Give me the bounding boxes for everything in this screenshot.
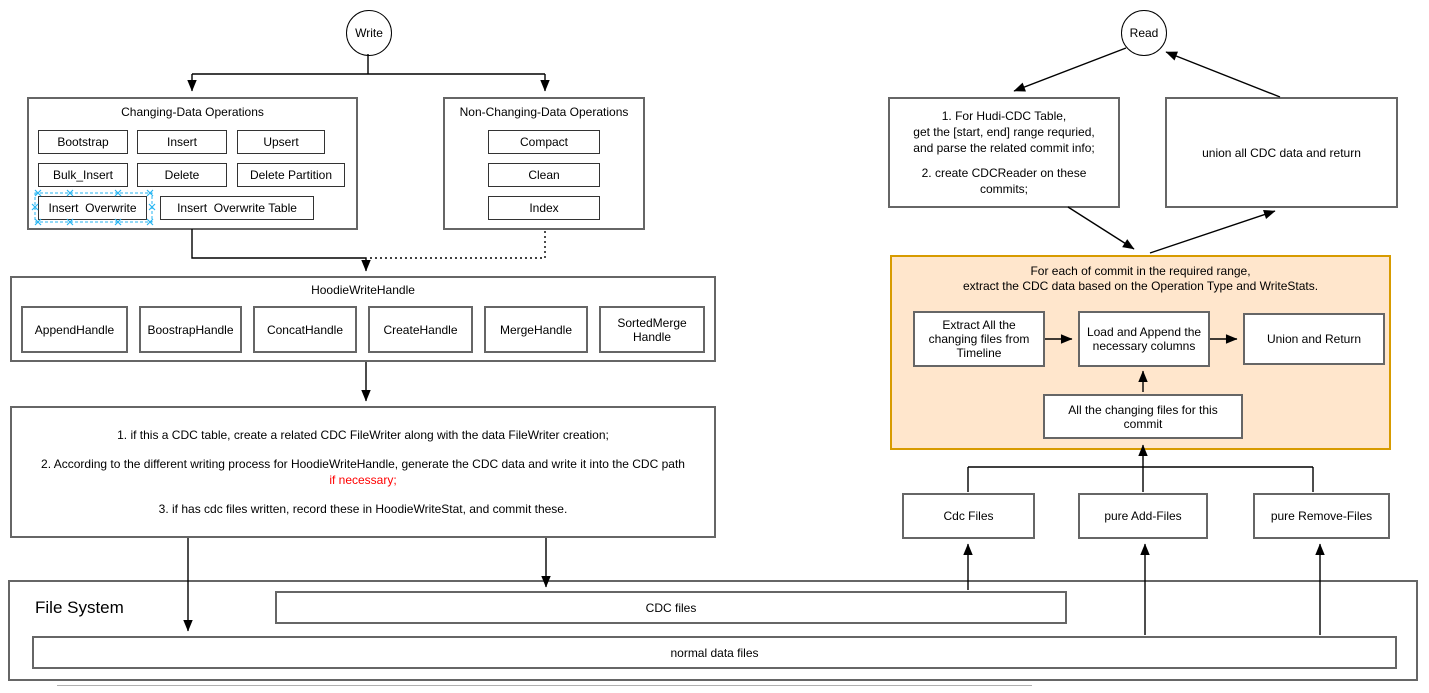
cdc-files-bar[interactable]: CDC files — [275, 591, 1067, 624]
handle-label: MergeHandle — [499, 322, 573, 337]
all-changing-files-node[interactable]: All the changing files for this commit — [1043, 394, 1243, 439]
handle-label: BoostrapHandle — [147, 322, 234, 337]
write-node[interactable]: Write — [346, 10, 392, 56]
handle-concat[interactable]: ConcatHandle — [253, 306, 357, 353]
arrow-step1-to-per-commit — [1067, 206, 1135, 250]
changing-ops-title: Changing-Data Operations — [121, 105, 264, 119]
pure-remove-files-node[interactable]: pure Remove-Files — [1253, 493, 1390, 539]
handle-label: CreateHandle — [383, 322, 458, 337]
handle-merge[interactable]: MergeHandle — [484, 306, 588, 353]
op-delete[interactable]: Delete — [137, 163, 227, 187]
read-node[interactable]: Read — [1121, 10, 1167, 56]
arrow-read-to-step1 — [1013, 47, 1127, 92]
non-changing-ops-title: Non-Changing-Data Operations — [459, 105, 629, 119]
op-label: Clean — [528, 168, 560, 182]
read-node-label: Read — [1129, 26, 1159, 40]
handle-label: AppendHandle — [34, 322, 115, 337]
hoodie-write-handle-title: HoodieWriteHandle — [311, 283, 415, 297]
handle-label: ConcatHandle — [266, 322, 344, 337]
normal-data-files-bar-label: normal data files — [670, 645, 759, 660]
write-steps-note[interactable]: 1. if this a CDC table, create a related… — [10, 406, 716, 538]
dashed-non-changing-to-handle — [370, 231, 546, 259]
handle-boostrap[interactable]: BoostrapHandle — [139, 306, 242, 353]
extract-changing-files-node[interactable]: Extract All the changing files from Time… — [913, 311, 1045, 367]
pure-add-files-label: pure Add-Files — [1104, 509, 1182, 523]
write-step-2: 2. According to the different writing pr… — [38, 456, 688, 488]
read-step1-line: commits; — [980, 182, 1028, 196]
arrow-changing-to-handle — [191, 229, 371, 272]
arrow-union-to-read — [1165, 51, 1281, 98]
load-append-columns-node[interactable]: Load and Append the necessary columns — [1078, 311, 1210, 367]
blank-line — [890, 156, 1118, 165]
op-label: Bulk_Insert — [52, 168, 114, 182]
per-commit-title-line2: extract the CDC data based on the Operat… — [962, 279, 1319, 293]
handle-append[interactable]: AppendHandle — [21, 306, 128, 353]
write-step-3: 3. if has cdc files written, record thes… — [158, 502, 568, 517]
read-step1-line: and parse the related commit info; — [913, 141, 1095, 155]
file-system-title: File System — [35, 598, 124, 617]
op-index[interactable]: Index — [488, 196, 600, 220]
arrow-per-commit-to-union — [1149, 210, 1276, 254]
cdc-files-node[interactable]: Cdc Files — [902, 493, 1035, 539]
write-step-1: 1. if this a CDC table, create a related… — [117, 427, 609, 442]
op-upsert[interactable]: Upsert — [237, 130, 325, 154]
union-all-node[interactable]: union all CDC data and return — [1165, 97, 1398, 208]
pure-remove-files-label: pure Remove-Files — [1270, 509, 1373, 523]
cdc-files-bar-label: CDC files — [645, 600, 697, 615]
op-label: Delete — [164, 168, 200, 182]
read-step1-line: 2. create CDCReader on these — [921, 166, 1087, 180]
op-label: Insert Overwrite Table — [177, 201, 297, 215]
write-step-2-red-text: if necessary; — [329, 473, 397, 487]
read-step1-note[interactable]: 1. For Hudi-CDC Table, get the [start, e… — [888, 97, 1120, 208]
op-insert-overwrite-table[interactable]: Insert Overwrite Table — [160, 196, 314, 220]
pure-add-files-node[interactable]: pure Add-Files — [1078, 493, 1208, 539]
op-label: Insert Overwrite — [48, 201, 137, 215]
handle-label: SortedMerge Handle — [617, 315, 687, 344]
op-compact[interactable]: Compact — [488, 130, 600, 154]
op-label: Delete Partition — [249, 168, 333, 182]
op-delete-partition[interactable]: Delete Partition — [237, 163, 345, 187]
load-append-columns-label: Load and Append the necessary columns — [1086, 325, 1202, 353]
op-label: Index — [529, 201, 559, 215]
per-commit-title-line1: For each of commit in the required range… — [1030, 264, 1251, 278]
per-commit-title: For each of commit in the required range… — [892, 257, 1389, 294]
read-step1-line: 1. For Hudi-CDC Table, — [941, 109, 1067, 123]
union-return-label: Union and Return — [1266, 332, 1362, 346]
op-clean[interactable]: Clean — [488, 163, 600, 187]
all-changing-files-label: All the changing files for this commit — [1068, 402, 1218, 431]
op-insert-overwrite-selected[interactable]: Insert Overwrite — [38, 196, 147, 220]
cdc-files-label: Cdc Files — [943, 509, 994, 523]
handle-sorted-merge[interactable]: SortedMerge Handle — [599, 306, 705, 353]
op-label: Insert — [166, 135, 197, 149]
write-step-2-text: 2. According to the different writing pr… — [41, 456, 685, 471]
union-all-label: union all CDC data and return — [1202, 145, 1361, 160]
op-label: Bootstrap — [57, 135, 109, 149]
handle-create[interactable]: CreateHandle — [368, 306, 473, 353]
extract-changing-files-label: Extract All the changing files from Time… — [928, 318, 1030, 360]
union-return-node[interactable]: Union and Return — [1243, 313, 1385, 365]
op-bootstrap[interactable]: Bootstrap — [38, 130, 128, 154]
op-label: Upsert — [263, 135, 299, 149]
op-label: Compact — [519, 135, 569, 149]
read-step1-line: get the [start, end] range requried, — [913, 125, 1095, 139]
op-bulk-insert[interactable]: Bulk_Insert — [38, 163, 128, 187]
op-insert[interactable]: Insert — [137, 130, 227, 154]
write-node-label: Write — [355, 26, 383, 40]
normal-data-files-bar[interactable]: normal data files — [32, 636, 1397, 669]
